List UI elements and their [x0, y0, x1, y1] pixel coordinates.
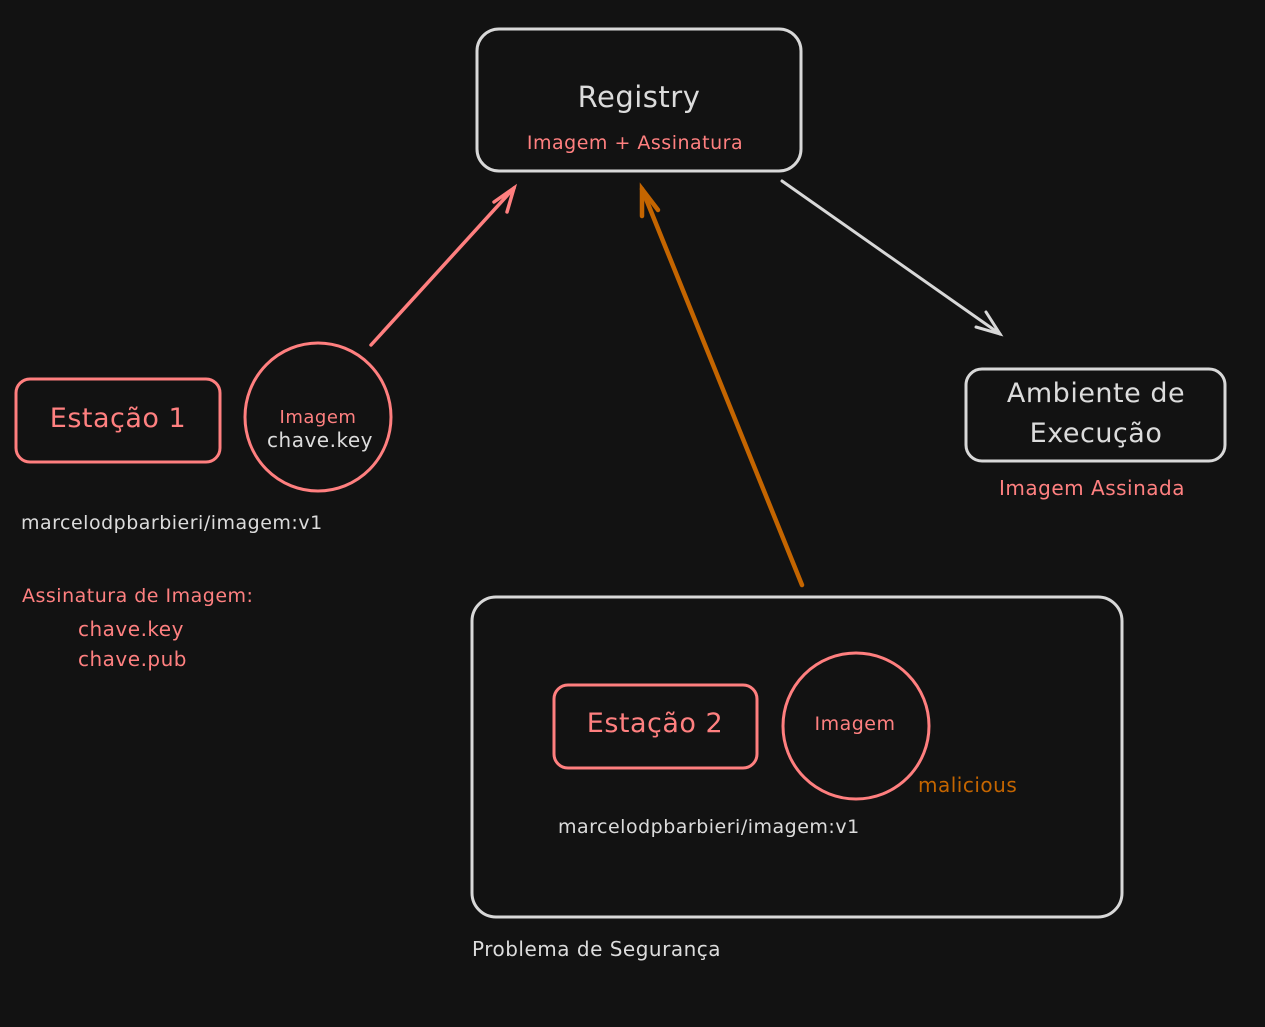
- signature-title: Assinatura de Imagem:: [22, 585, 254, 607]
- runtime-box[interactable]: [964, 367, 1227, 463]
- station1-box[interactable]: [14, 377, 222, 464]
- signature-file-key: chave.key: [78, 617, 184, 641]
- registry-subtitle: Imagem + Assinatura: [526, 132, 744, 154]
- registry-box[interactable]: [475, 27, 803, 173]
- station1-image-tag: marcelodpbarbieri/imagem:v1: [21, 512, 323, 534]
- station1-image-label: Imagem: [279, 407, 357, 428]
- malicious-label: malicious: [918, 773, 1018, 797]
- arrow-station1-to-registry: [369, 183, 518, 347]
- station2-group-box[interactable]: [470, 595, 1124, 919]
- station1-key-label: chave.key: [267, 428, 373, 452]
- runtime-title-line1: Ambiente de: [1006, 378, 1186, 409]
- station1-label: Estação 1: [49, 403, 187, 434]
- security-problem-caption: Problema de Segurança: [472, 937, 722, 961]
- runtime-caption: Imagem Assinada: [999, 476, 1185, 500]
- runtime-title-line2: Execução: [1029, 418, 1163, 449]
- station2-label: Estação 2: [586, 708, 724, 739]
- station2-image-label: Imagem: [814, 713, 896, 735]
- registry-title: Registry: [577, 80, 701, 114]
- arrow-registry-to-runtime: [780, 179, 1004, 337]
- station1-image-circle[interactable]: [243, 341, 393, 493]
- arrow-station2-to-registry: [639, 182, 805, 588]
- station2-image-tag: marcelodpbarbieri/imagem:v1: [558, 816, 860, 838]
- station2-box[interactable]: [552, 683, 759, 770]
- station2-image-circle[interactable]: [781, 651, 931, 801]
- signature-file-pub: chave.pub: [78, 647, 187, 671]
